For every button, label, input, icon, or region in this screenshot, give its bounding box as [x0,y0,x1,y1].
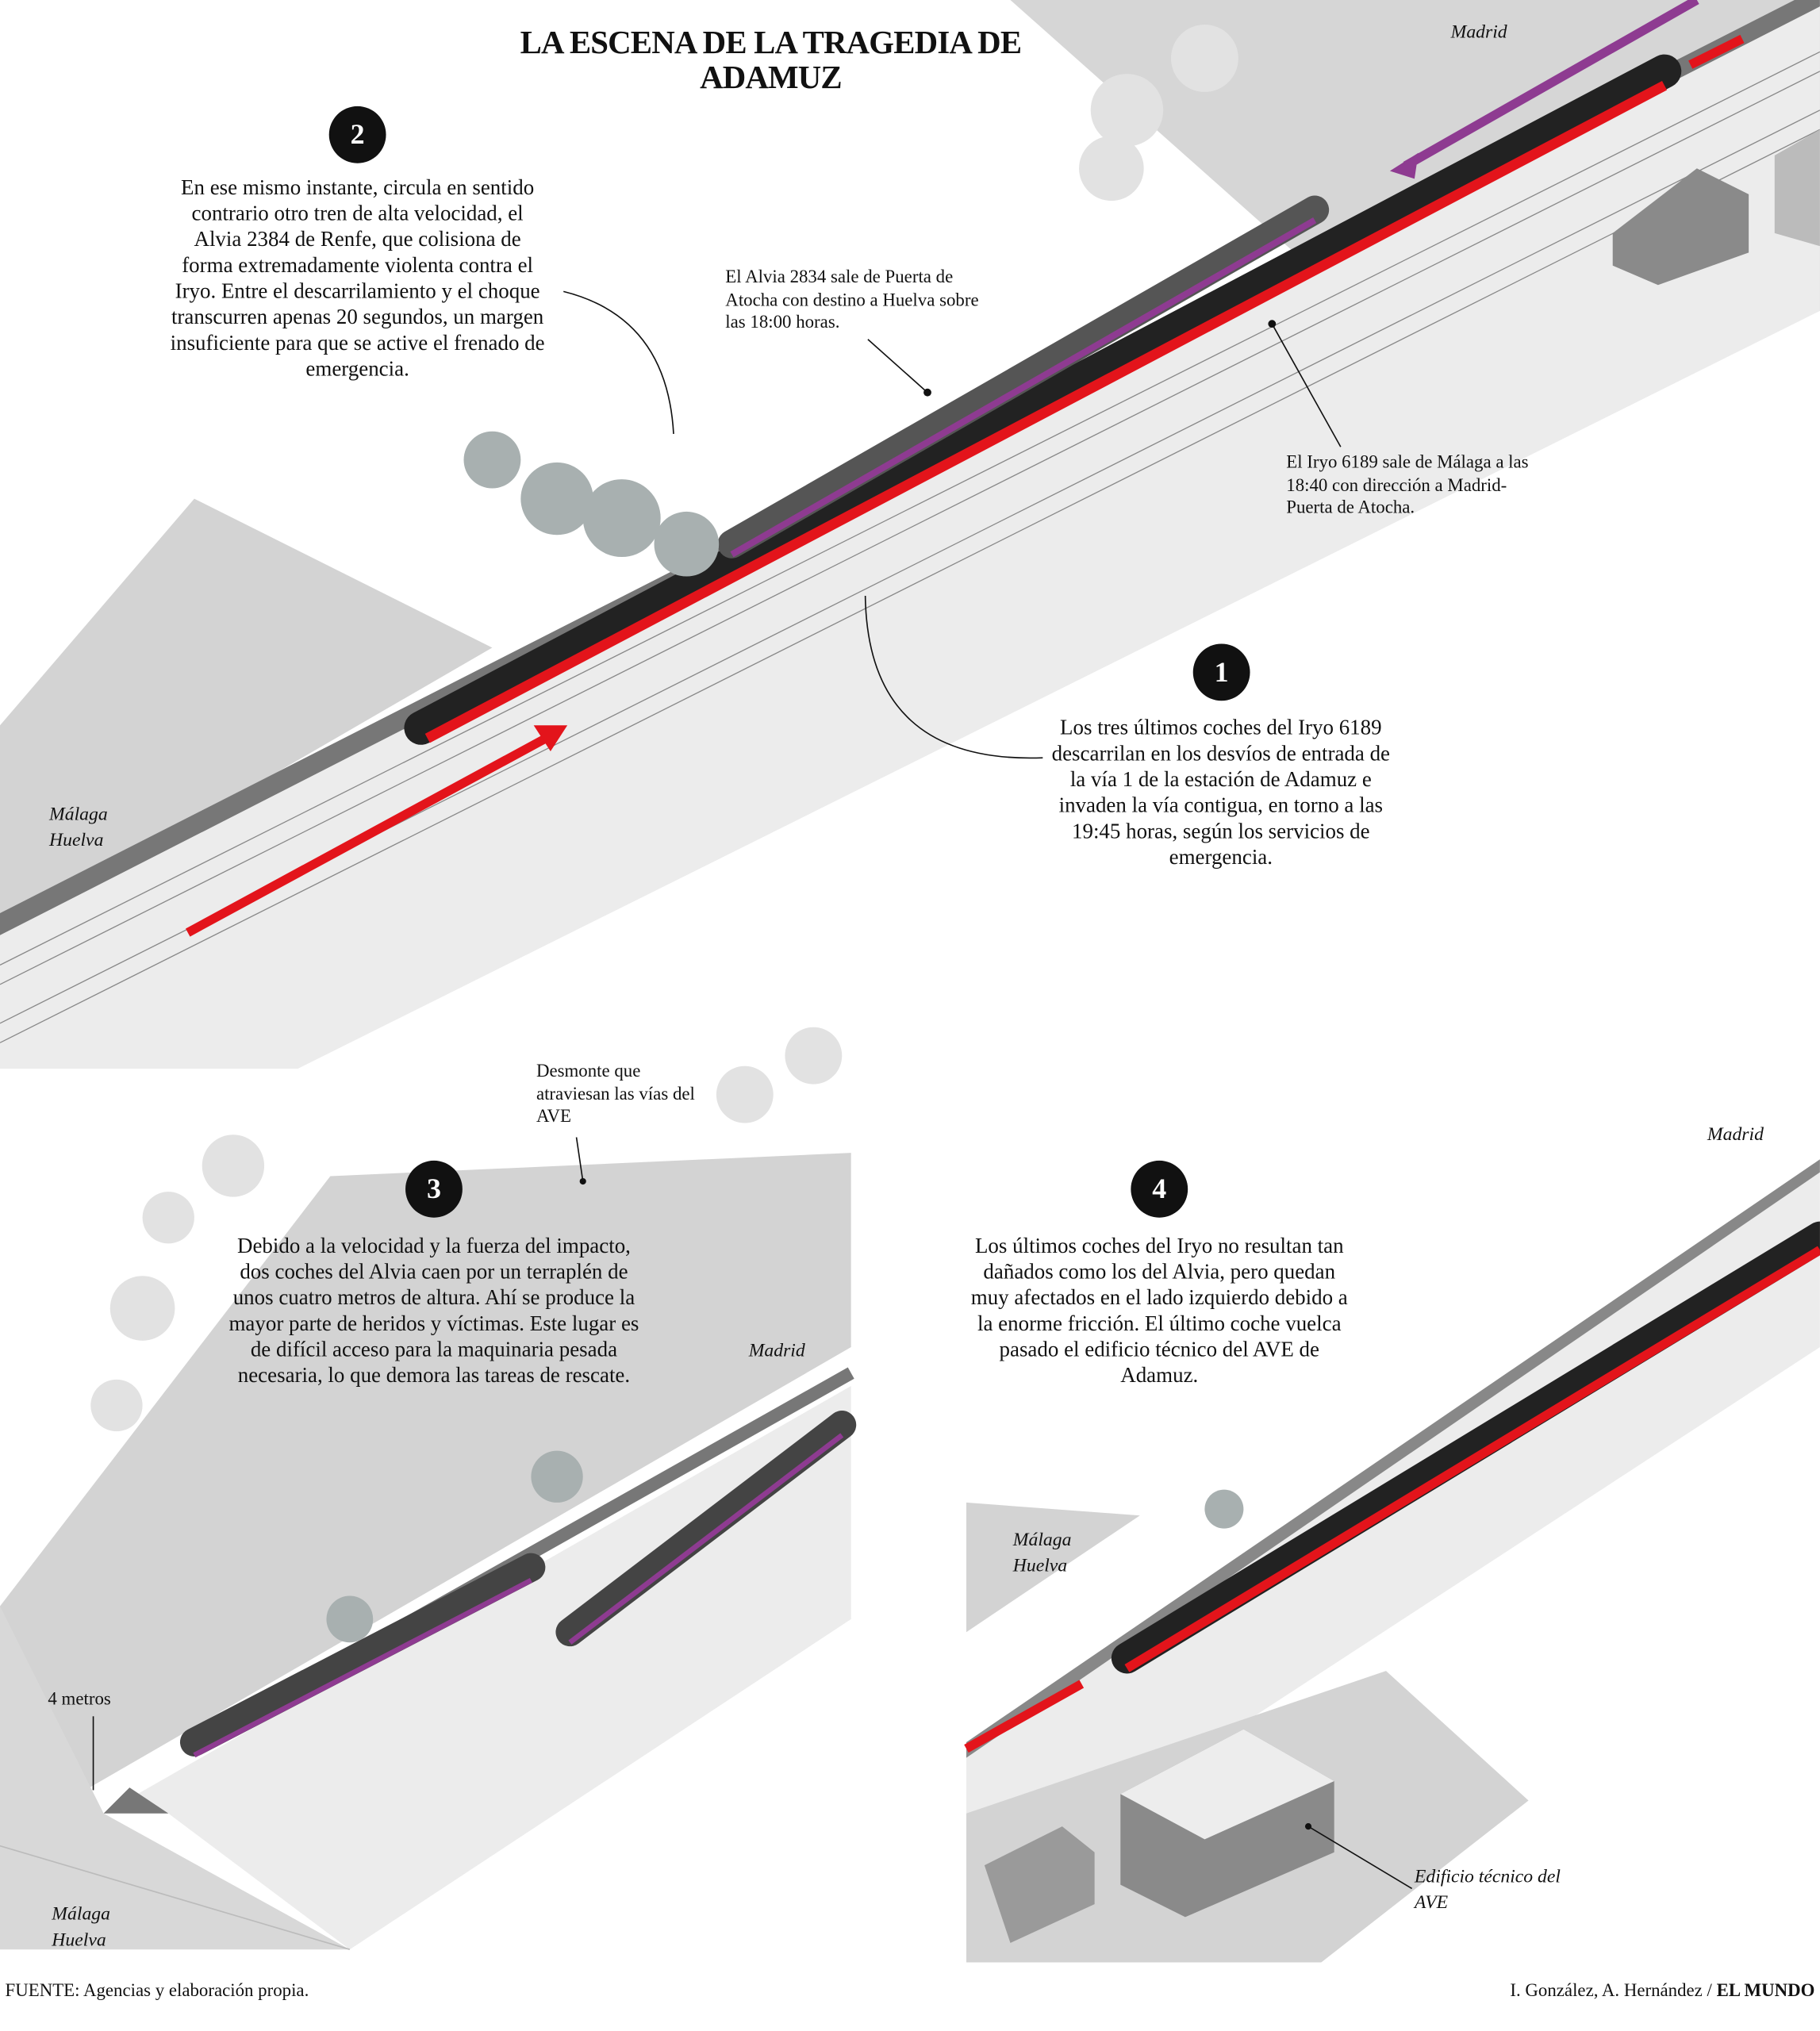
step-3-badge: 3 [405,1160,463,1218]
iryo-direction-arrow-top [1688,34,1745,69]
direction-madrid-4: Madrid [1707,1124,1764,1146]
source-note: FUENTE: Agencias y elaboración propia. [5,1982,309,2002]
ground-4 [966,1502,1140,1633]
alvia-train [717,195,1330,559]
station-building [1612,168,1749,286]
house-4 [984,1826,1095,1944]
step-2-text: En ese mismo instante, circula en sentid… [170,175,545,382]
panel-3-scene [0,1027,857,1950]
track-bed-3 [103,1385,851,1950]
desmonte-label: Desmonte que atraviesan las vías del AVE [536,1062,695,1127]
step-2-badge: 2 [328,106,386,163]
iryo-direction-arrow [186,731,553,937]
huelva-label: Huelva [49,830,104,851]
smoke-3 [326,1450,583,1643]
step-3-text: Debido a la velocidad y la fuerza del im… [228,1233,639,1388]
authors: I. González, A. Hernández / [1510,1982,1717,2002]
collision-smoke [463,431,720,577]
track-bed [0,0,1820,1069]
cutting-slope [0,1153,851,1840]
callout-line-edificio [1307,1826,1413,1890]
malaga-label: Málaga [49,804,108,826]
step-1-badge: 1 [1192,643,1250,701]
credits: I. González, A. Hernández / EL MUNDO [1510,1982,1814,2002]
huelva-label: Huelva [1012,1555,1068,1576]
direction-madrid-3: Madrid [748,1340,805,1361]
edificio-label: Edificio técnico del AVE [1414,1866,1561,1914]
trees [1079,25,1238,202]
trees-3 [90,1027,843,1432]
iryo-train-4 [1111,1221,1820,1674]
alvia-car-2 [555,1411,857,1647]
outlet: EL MUNDO [1716,1982,1815,2002]
panel-4-scene [964,1159,1820,1963]
direction-madrid-1: Madrid [1450,21,1507,43]
malaga-label: Málaga [1012,1530,1072,1551]
iryo-train [404,54,1682,745]
iryo-label: El Iryo 6189 sale de Málaga a las 18:40 … [1286,453,1529,519]
malaga-label: Málaga [52,1904,110,1925]
hill-left [0,498,493,933]
alvia-direction-arrow [1403,0,1699,170]
embankment-3 [0,1606,350,1950]
alvia-label: El Alvia 2834 sale de Puerta de Atocha c… [725,267,979,333]
callout-line-1 [864,596,1043,759]
panel-1-scene [0,0,1820,1069]
step-4-badge: 4 [1131,1160,1188,1218]
page-title: LA ESCENA DE LA TRAGEDIA DE ADAMUZ [520,25,1022,96]
callout-line-2 [563,290,674,435]
step-1-text: Los tres últimos coches del Iryo 6189 de… [1051,715,1391,870]
alvia-car-fallen [179,1553,546,1756]
iryo-arrow-4 [964,1680,1085,1753]
huelva-label: Huelva [52,1929,106,1951]
step-4-text: Los últimos coches del Iryo no resultan … [970,1233,1348,1388]
height-label: 4 metros [48,1690,111,1710]
callout-line-iryo [1271,323,1342,447]
callout-line-desmonte [575,1137,584,1182]
callout-line-alvia [867,339,928,394]
